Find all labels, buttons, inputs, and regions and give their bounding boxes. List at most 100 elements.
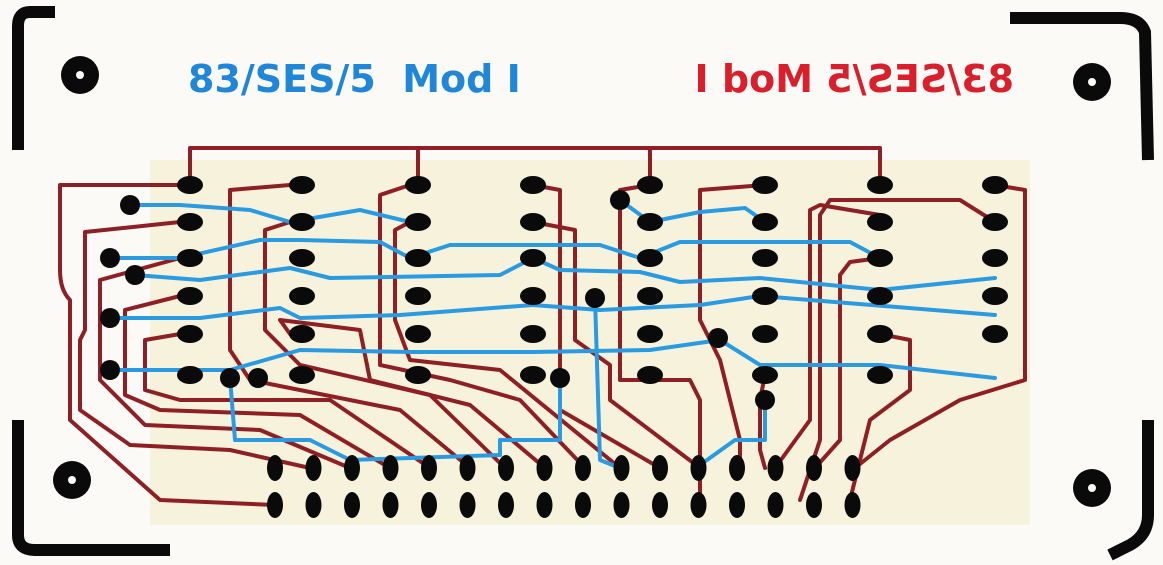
via-pad	[100, 248, 120, 268]
red-trace	[531, 183, 662, 470]
connector-pad	[421, 492, 437, 518]
socket-pad	[982, 176, 1008, 194]
connector-pad	[536, 492, 553, 518]
solder-side-title: 83/SES/5 Mod I	[695, 57, 1015, 101]
socket-pad	[752, 325, 778, 343]
connector-pad	[729, 455, 745, 481]
red-trace	[98, 256, 352, 470]
socket-pad	[752, 287, 778, 305]
socket-pad	[177, 249, 203, 267]
socket-pad	[177, 176, 203, 194]
socket-pad	[520, 287, 546, 305]
via-pad	[550, 368, 570, 388]
socket-pad	[637, 325, 663, 343]
socket-pad	[982, 287, 1008, 305]
connector-pad	[690, 492, 707, 518]
connector-pad	[844, 455, 861, 481]
socket-pad	[752, 176, 778, 194]
connector-pad	[806, 492, 822, 518]
blue-traces	[108, 198, 997, 470]
red-trace	[848, 332, 912, 502]
connector-pad	[575, 492, 591, 518]
connector-pad	[690, 455, 707, 481]
socket-pad	[289, 366, 315, 384]
red-trace	[78, 220, 312, 470]
socket-pad	[637, 213, 663, 231]
via-pad	[220, 368, 240, 388]
socket-pad	[867, 325, 893, 343]
connector-pad	[767, 455, 784, 481]
via-pad	[120, 195, 140, 215]
socket-pad	[405, 366, 431, 384]
socket-pad	[405, 287, 431, 305]
socket-pad	[867, 176, 893, 194]
socket-pad	[177, 325, 203, 343]
connector-pad	[267, 455, 283, 481]
via-pad	[708, 328, 728, 348]
connector-pad	[729, 492, 745, 518]
red-trace	[773, 203, 882, 470]
socket-pad	[520, 176, 546, 194]
blue-trace	[108, 238, 882, 260]
socket-pad	[982, 249, 1008, 267]
blue-trace	[128, 203, 412, 224]
connector-pad	[652, 455, 668, 481]
socket-pad	[752, 249, 778, 267]
socket-pad	[177, 366, 203, 384]
connector-pad	[421, 455, 437, 481]
socket-pad	[752, 213, 778, 231]
crop-mark-top-right	[1010, 12, 1154, 161]
component-side-title: 83/SES/5 Mod I	[188, 57, 521, 101]
connector-pad	[844, 492, 861, 518]
red-trace	[143, 332, 432, 470]
registration-hole-icon	[53, 56, 1111, 507]
red-trace	[188, 146, 882, 184]
red-trace	[263, 220, 507, 470]
connector-pad	[613, 492, 630, 518]
socket-pad	[867, 249, 893, 267]
socket-pad	[289, 213, 315, 231]
socket-pad	[982, 325, 1008, 343]
via-pad	[125, 265, 145, 285]
socket-pad	[752, 366, 778, 384]
via-pad	[248, 368, 268, 388]
connector-pad	[767, 492, 784, 518]
connector-pad	[652, 492, 668, 518]
socket-pad	[405, 176, 431, 194]
red-trace	[278, 318, 547, 470]
red-trace	[813, 256, 882, 470]
connector-pad	[498, 492, 514, 518]
corner-crop-mark-icon	[12, 5, 1154, 561]
via-pad	[100, 308, 120, 328]
blue-trace	[593, 296, 622, 470]
blue-trace	[618, 198, 767, 224]
red-trace	[393, 220, 622, 470]
connector-pad	[344, 455, 360, 481]
blue-trace	[108, 338, 997, 380]
socket-pad	[637, 249, 663, 267]
blue-trace	[108, 294, 997, 320]
socket-pad	[867, 366, 893, 384]
via-pad	[100, 360, 120, 380]
socket-pad	[520, 213, 546, 231]
via-pad	[585, 288, 605, 308]
red-trace	[758, 373, 767, 470]
connector-pad	[459, 492, 476, 518]
socket-pad	[177, 213, 203, 231]
connector-pad	[305, 492, 322, 518]
socket-pad	[867, 213, 893, 231]
via-pad	[610, 190, 630, 210]
pads	[100, 176, 1008, 518]
socket-pad	[867, 287, 893, 305]
socket-pad	[520, 366, 546, 384]
socket-pad	[520, 249, 546, 267]
red-trace	[798, 198, 997, 502]
socket-pad	[405, 325, 431, 343]
socket-pad	[405, 249, 431, 267]
via-pad	[755, 390, 775, 410]
socket-pad	[982, 213, 1008, 231]
connector-pad	[498, 455, 514, 481]
connector-pad	[459, 455, 476, 481]
